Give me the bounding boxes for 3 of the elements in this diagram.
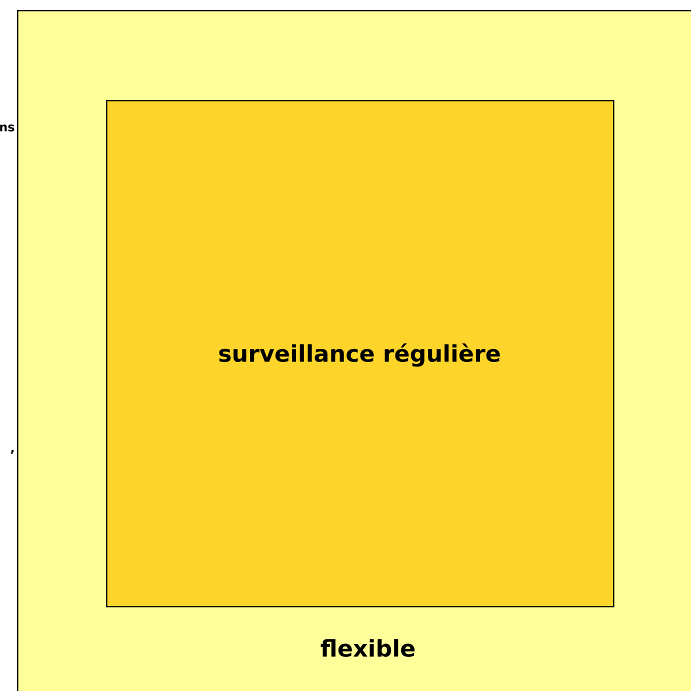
process-box: surveillance régulière [106, 100, 614, 608]
text-fragment: , [10, 450, 14, 454]
text-fragment: ns [0, 124, 14, 132]
